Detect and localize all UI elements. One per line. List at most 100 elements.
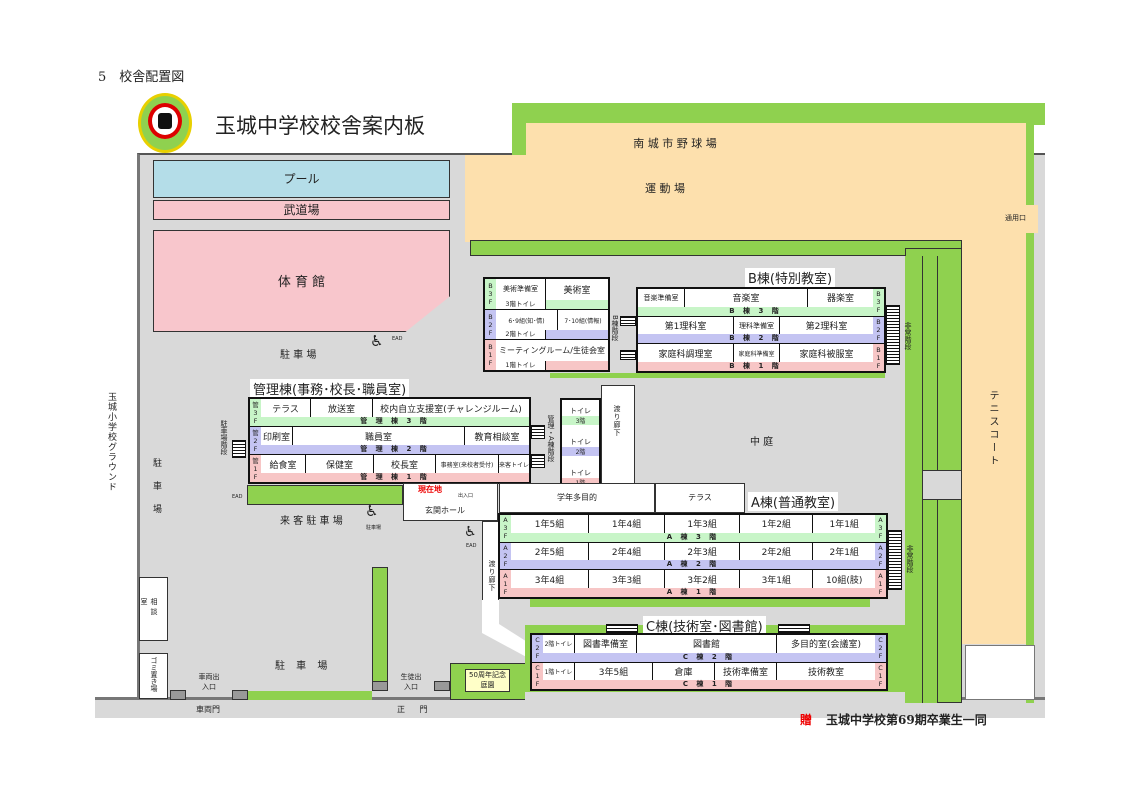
planting-strip <box>530 599 870 607</box>
gift-mark: 贈 <box>800 713 813 727</box>
garden-label: 50周年記念庭園 <box>465 669 510 692</box>
floor-band: 3階トイレ <box>496 299 608 309</box>
stairs-icon <box>531 425 545 439</box>
stairs-icon <box>778 624 810 633</box>
classroom: 2年4組 <box>589 542 666 561</box>
classroom: 2年3組 <box>665 542 741 561</box>
floor-band: 管 理 棟 1 階 <box>261 473 529 482</box>
stairs-icon <box>620 350 636 360</box>
toilet: 2階トイレ <box>496 330 546 340</box>
wheelchair-icon: ♿ <box>365 502 379 520</box>
entrance-label: 出入口 <box>458 493 474 499</box>
room: 家庭科調理室 <box>638 344 734 363</box>
gate-post <box>434 681 450 691</box>
hall-label: 玄関ホール <box>425 506 465 515</box>
parking-stairs-icon <box>232 440 246 458</box>
emergency-stairs-icon <box>888 530 902 590</box>
room: 家庭科準備室 <box>734 344 780 363</box>
guest-parking-label: 来 客 駐 車 場 <box>280 516 343 527</box>
field-border <box>512 103 1045 125</box>
room: 校長室 <box>374 455 436 473</box>
parking-stairs-label: 駐車場階段 <box>220 420 228 455</box>
ka-stairs-label: 管理・A棟階段 <box>547 415 555 462</box>
vehicle-entrance-label: 車両出入口 <box>198 673 220 691</box>
room: テラス <box>261 399 311 417</box>
room: 6･9組(知･情) <box>496 309 558 331</box>
multipurpose-room: 学年多目的 <box>499 483 655 513</box>
floor-band: 1階トイレ <box>496 361 608 371</box>
ev-label: EAD <box>232 494 243 500</box>
floor-band: B 棟 1 階 <box>638 362 873 372</box>
stairs-icon <box>531 454 545 468</box>
classroom: 1年1組 <box>829 520 859 531</box>
floor-band: A 棟 1 階 <box>511 588 875 598</box>
room: 校内自立支援室(チャレンジルーム) <box>380 404 522 415</box>
floor-band: A 棟 3 階 <box>511 532 875 542</box>
stairs-icon <box>620 316 636 326</box>
room: 技術準備室 <box>715 662 777 680</box>
current-location: 現在地 <box>418 485 442 494</box>
b-building-title: B棟(特別教室) <box>745 268 836 287</box>
classroom: 1年3組 <box>665 515 741 533</box>
page-heading: 5 校舎配置図 <box>98 70 185 85</box>
classroom: 3年3組 <box>589 570 666 589</box>
room: 第2理科室 <box>805 322 848 332</box>
room: ミーティングルーム/生徒会室 <box>499 346 605 356</box>
emergency-stairs-icon <box>886 305 900 365</box>
classroom: 3年4組 <box>511 570 589 589</box>
school-logo <box>138 93 192 153</box>
planting-strip <box>372 567 388 688</box>
floor-band: B 棟 3 階 <box>638 306 873 316</box>
emergency-stairs-b-label: 非常階段 <box>904 322 912 350</box>
gate-post <box>170 690 186 700</box>
toilet: 1階トイレ <box>496 361 546 371</box>
room: 事務室(来校者受付) <box>436 455 499 473</box>
courtyard-label: 中 庭 <box>750 437 774 448</box>
room: 美術準備室 <box>496 279 546 300</box>
gymnasium: 体 育 館 <box>153 230 450 332</box>
parking-left-label: 駐車場 <box>151 458 161 527</box>
tennis-court <box>962 240 1026 644</box>
ev-label: EAD <box>466 543 477 549</box>
planting-strip <box>550 373 885 378</box>
entrance-hall <box>403 483 498 521</box>
toilet: 3階トイレ <box>496 299 546 309</box>
wheelchair-icon: ♿ <box>370 332 384 350</box>
field-label: 運 動 場 <box>645 182 685 195</box>
classroom: 2年2組 <box>740 542 814 561</box>
room: 多目的室(会議室) <box>790 640 862 651</box>
room: 教育相談室 <box>474 432 520 443</box>
kanri-building-title: 管理棟(事務･校長･職員室) <box>250 379 410 398</box>
classroom: 2年1組 <box>829 548 859 558</box>
corridor-lower-label: 渡り廊下 <box>488 560 496 592</box>
budo-hall: 武道場 <box>153 200 450 220</box>
room: 給食室 <box>261 455 306 473</box>
room: 2階トイレ <box>543 635 575 653</box>
classroom: 3年1組 <box>740 570 814 589</box>
room: 器楽室 <box>826 294 854 305</box>
gate-post <box>372 681 388 691</box>
floor-band: A 棟 2 階 <box>511 560 875 570</box>
room: 家庭科被服室 <box>799 349 854 360</box>
gate-post <box>232 690 248 700</box>
corridor-label: 渡り廊下 <box>613 405 621 437</box>
floor-band: 管 理 棟 3 階 <box>261 417 529 426</box>
floor-band: B 棟 2 階 <box>638 334 873 344</box>
a-building-title: A棟(普通教室) <box>748 492 839 511</box>
